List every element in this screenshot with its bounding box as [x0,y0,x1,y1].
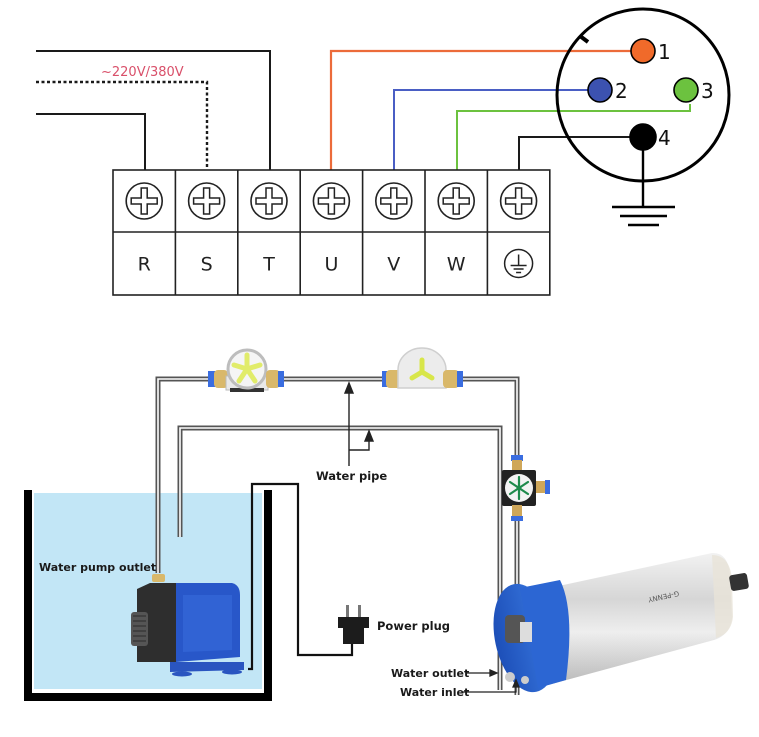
screw-icon [312,182,351,220]
connector-pin-3: 3 [673,77,714,103]
pin-number: 1 [658,40,671,64]
terminal-ground [499,182,538,279]
pin-number: 4 [658,126,671,150]
connector-pin-1: 1 [630,38,671,64]
terminal-T: T [250,182,288,276]
flow-meter-1 [208,348,284,392]
terminal-label: T [262,254,275,276]
supply-wires [36,50,271,170]
terminal-label: S [201,254,213,276]
screw-icon [437,182,476,220]
water-pipe-callout [343,381,375,466]
terminal-V: V [374,182,413,276]
terminal-S: S [187,182,226,276]
terminal-R: R [125,182,163,276]
wire-r [36,113,146,170]
flow-meter-2 [382,347,463,389]
water-outlet-label: Water outlet [391,667,469,680]
water-pump-outlet-label: Water pump outlet [39,561,156,574]
wire-w [456,104,691,170]
terminal-W: W [437,182,476,276]
terminal-label: V [387,254,400,276]
wire-t [36,50,271,170]
wire-v [393,89,600,170]
pump-power-cord [248,482,354,671]
connector-pin-2: 2 [587,77,628,103]
supply-voltage-label: ~220V/380V [101,65,184,80]
screw-icon [187,182,226,220]
water-pipes [155,376,520,695]
terminal-block: R S T U V W [112,169,551,296]
spindle-connector: 1 2 3 4 [555,7,731,227]
pin-number: 3 [701,79,714,103]
outlet-inlet-callouts [462,669,520,693]
water-inlet-label: Water inlet [400,686,469,699]
wire-ground [518,136,640,170]
water-pipe-label: Water pipe [316,469,387,483]
wire-s [36,80,209,170]
water-pump [131,574,244,677]
screw-icon [125,182,163,220]
earth-ground-icon [612,205,675,227]
pin-number: 2 [615,79,628,103]
terminal-U: U [312,182,351,276]
connector-key-notch [578,34,590,44]
screw-icon [499,182,538,220]
power-plug-label: Power plug [377,619,450,633]
spindle-motor: G-PENNY [493,552,749,693]
screw-icon [250,182,288,220]
terminal-label: W [447,254,466,276]
screw-icon [374,182,413,220]
wire-u [329,49,640,170]
terminal-label: R [138,254,151,276]
flow-switch [502,455,550,521]
ground-symbol-icon [503,248,534,279]
connector-pin-4: 4 [629,123,671,151]
power-plug-icon [338,605,369,644]
terminal-label: U [324,254,338,276]
